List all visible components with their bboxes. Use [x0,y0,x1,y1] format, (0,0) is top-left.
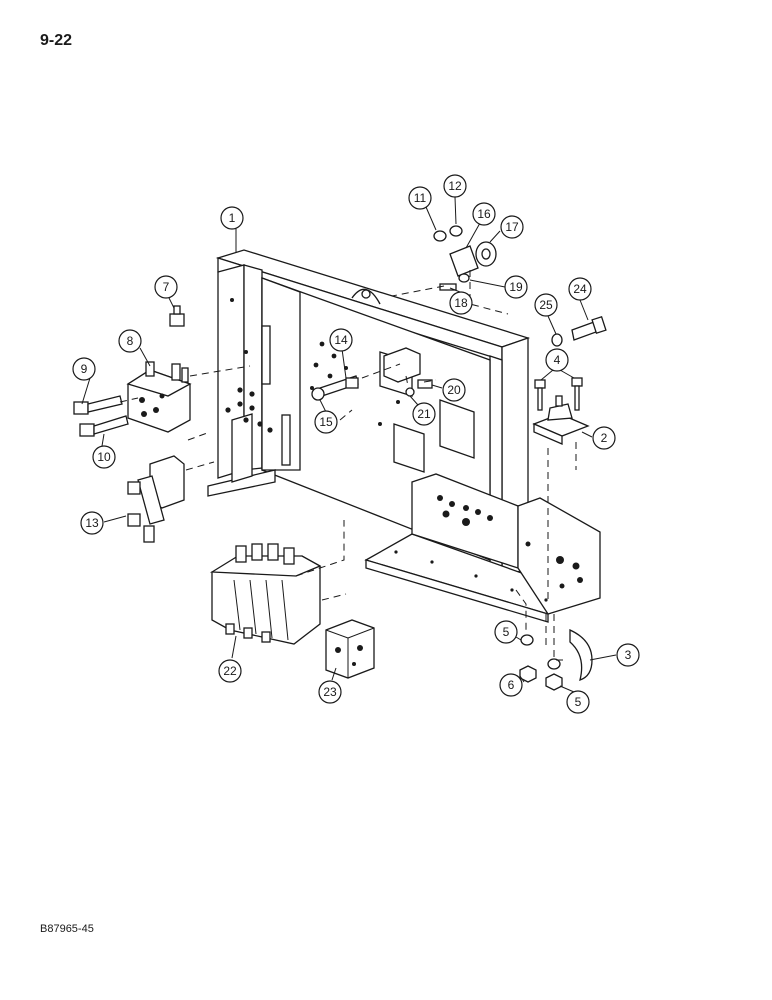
svg-text:17: 17 [505,220,519,234]
svg-text:22: 22 [223,664,237,678]
svg-text:2: 2 [601,431,608,445]
callout-24: 24 [568,277,592,301]
svg-text:1: 1 [229,211,236,225]
svg-text:16: 16 [477,207,491,221]
svg-text:5: 5 [503,625,510,639]
svg-text:13: 13 [85,516,99,530]
plug [169,305,185,327]
svg-text:24: 24 [573,282,587,296]
svg-text:19: 19 [509,280,523,294]
callout-12: 12 [443,174,467,198]
callout-5a: 5 [494,620,518,644]
page-number: 9-22 [40,32,73,49]
callout-9: 9 [72,357,96,381]
callout-6a: 6 [499,673,523,697]
callout-20: 20 [442,378,466,402]
svg-text:3: 3 [625,648,632,662]
callout-23: 23 [318,680,342,704]
svg-text:11: 11 [414,191,427,205]
svg-text:6: 6 [508,678,515,692]
callout-11: 11 [408,186,432,210]
svg-text:20: 20 [447,383,461,397]
alignment-lines [119,270,577,661]
svg-text:18: 18 [454,296,468,310]
callout-10: 10 [92,445,116,469]
callout-21: 21 [412,402,436,426]
base-plate [364,473,601,623]
mount-bolts [534,377,583,411]
callout-18: 18 [449,291,473,315]
leader-lines [81,196,617,693]
svg-text:5: 5 [575,695,582,709]
callout-16: 16 [472,202,496,226]
switch-bracket [383,347,433,397]
bolt-and-washer [551,315,607,347]
drawing-code: B87965-45 [40,923,94,935]
svg-text:21: 21 [417,407,431,421]
callout-1: 1 [220,206,244,230]
svg-text:25: 25 [539,298,553,312]
manifold-block [325,619,375,679]
svg-text:10: 10 [97,450,111,464]
main-frame [207,249,531,583]
valve-block [126,361,192,433]
svg-text:9: 9 [81,362,88,376]
callout-17: 17 [500,215,524,239]
control-valve-bank [209,543,322,645]
callout-15: 15 [314,410,338,434]
valve-bolts [73,395,129,437]
nuts-and-cover [519,628,593,691]
callout-5b: 5 [566,690,590,714]
clamp-assembly [433,225,497,291]
callout-19: 19 [504,275,528,299]
callout-2: 2 [592,426,616,450]
svg-text:7: 7 [163,280,170,294]
rubber-mount [532,395,590,445]
callout-3: 3 [616,643,640,667]
callout-8: 8 [118,329,142,353]
sensor-rod [311,375,359,401]
callout-25: 25 [534,293,558,317]
svg-text:15: 15 [319,415,333,429]
svg-text:23: 23 [323,685,337,699]
callout-14: 14 [329,328,353,352]
callout-22: 22 [218,659,242,683]
callout-4: 4 [545,348,569,372]
callout-7: 7 [154,275,178,299]
svg-text:8: 8 [127,334,134,348]
svg-text:4: 4 [554,353,561,367]
svg-text:12: 12 [448,179,462,193]
solenoid-valve [127,455,185,543]
callout-13: 13 [80,511,104,535]
svg-text:14: 14 [334,333,348,347]
